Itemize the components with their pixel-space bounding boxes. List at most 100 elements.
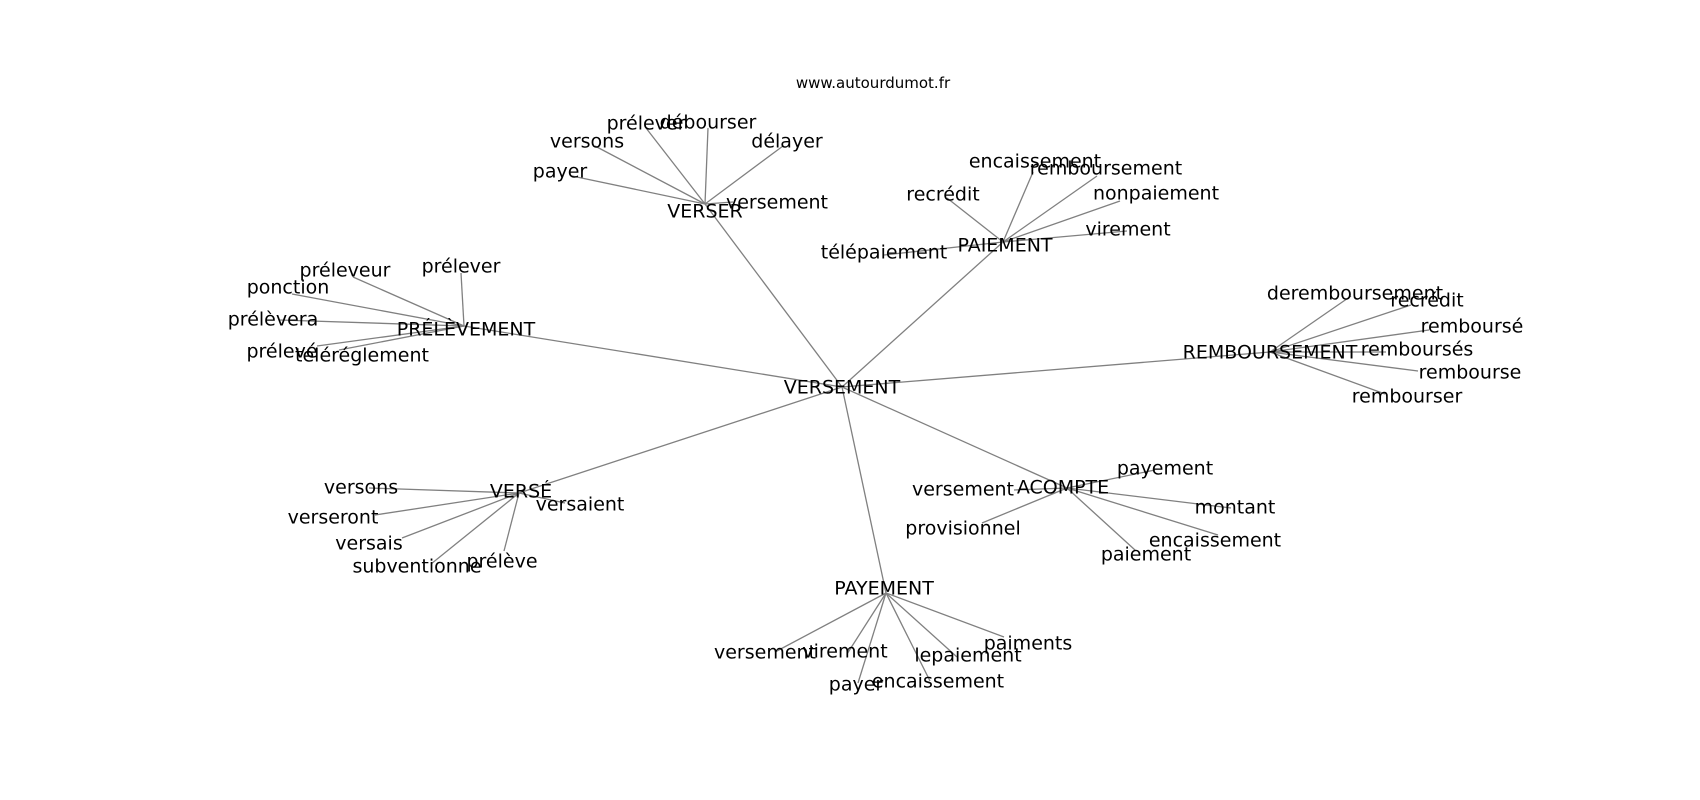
edge-hub-leaf (1066, 469, 1156, 489)
edge-hub-leaf (704, 145, 784, 205)
hub-node[interactable]: VERSÉ (490, 480, 552, 503)
leaf-node[interactable]: virement (802, 641, 887, 663)
leaf-node[interactable]: montant (1195, 497, 1276, 519)
edge-hub-leaf (1002, 171, 1034, 243)
leaf-node[interactable]: télépaiement (821, 242, 947, 264)
edge-center-hub (841, 386, 887, 594)
edge-hub-leaf (401, 492, 520, 539)
hub-node[interactable]: REMBOURSEMENT (1183, 342, 1358, 364)
hub-node[interactable]: PAIEMENT (957, 235, 1052, 257)
edge-hub-leaf (1269, 304, 1412, 353)
leaf-node[interactable]: nonpaiement (1093, 183, 1219, 205)
edge-hub-leaf (460, 272, 465, 327)
leaf-node[interactable]: rembourse (1419, 362, 1522, 384)
edge-hub-leaf (1269, 351, 1419, 372)
site-watermark: www.autourdumot.fr (796, 74, 951, 92)
edge-hub-leaf (857, 592, 887, 684)
leaf-node[interactable]: délayer (751, 131, 823, 153)
edge-center-hub (841, 241, 1004, 388)
edge-hub-leaf (1269, 329, 1430, 353)
leaf-node[interactable]: recrédit (1390, 290, 1463, 312)
edge-center-hub (704, 203, 843, 388)
edge-hub-leaf (1269, 351, 1386, 395)
edge-hub-leaf (374, 492, 520, 516)
leaf-node[interactable]: versons (550, 131, 624, 153)
leaf-node[interactable]: rembourser (1352, 386, 1463, 408)
leaf-node[interactable]: prélever (607, 113, 686, 135)
edge-hub-leaf (279, 319, 465, 327)
edge-hub-leaf (704, 201, 734, 205)
edge-hub-leaf (981, 487, 1068, 524)
leaf-node[interactable]: versaient (536, 494, 625, 516)
hub-node[interactable]: ACOMPTE (1017, 477, 1109, 499)
edge-hub-leaf (291, 293, 465, 327)
leaf-node[interactable]: versement (726, 192, 828, 214)
leaf-node[interactable]: recrédit (906, 184, 979, 206)
leaf-node[interactable]: téléréglement (295, 345, 429, 367)
edge-center-hub (841, 386, 1068, 489)
edge-hub-leaf (885, 592, 958, 658)
leaf-node[interactable]: versais (335, 533, 402, 555)
edge-hub-leaf (704, 127, 709, 205)
edge-hub-leaf (1002, 230, 1128, 243)
leaf-node[interactable]: préleveur (300, 260, 391, 282)
leaf-node[interactable]: prélèvera (228, 309, 319, 331)
leaf-node[interactable]: payement (1117, 458, 1213, 480)
edge-hub-leaf (518, 492, 566, 504)
leaf-node[interactable]: encaissement (969, 151, 1101, 173)
center-node[interactable]: VERSEMENT (784, 377, 901, 399)
graph-edges (279, 127, 1430, 684)
edge-hub-leaf (1066, 487, 1232, 509)
leaf-node[interactable]: paiments (984, 633, 1073, 655)
leaf-node[interactable]: versement (714, 642, 816, 664)
edge-hub-leaf (594, 145, 706, 205)
edge-center-hub (518, 386, 843, 494)
edge-hub-leaf (1066, 487, 1136, 551)
leaf-node[interactable]: virement (1085, 219, 1170, 241)
edge-hub-leaf (1269, 295, 1352, 353)
edge-hub-leaf (1002, 175, 1098, 243)
edge-hub-leaf (885, 592, 931, 682)
edge-hub-leaf (1066, 487, 1219, 536)
hub-node[interactable]: PRÉLÈVEMENT (397, 318, 536, 341)
leaf-node[interactable]: remboursés (1361, 339, 1474, 361)
leaf-node[interactable]: payer (829, 674, 884, 696)
edge-hub-leaf (946, 197, 1004, 243)
edge-hub-leaf (883, 241, 1004, 256)
leaf-node[interactable]: versement (912, 479, 1014, 501)
edge-hub-leaf (338, 325, 465, 351)
edge-hub-leaf (846, 592, 887, 655)
edge-center-hub (841, 351, 1271, 388)
leaf-node[interactable]: débourser (660, 112, 757, 134)
leaf-node[interactable]: versons (324, 477, 398, 499)
leaf-node[interactable]: remboursé (1421, 316, 1524, 338)
edge-hub-leaf (571, 175, 706, 205)
leaf-node[interactable]: remboursement (1030, 158, 1182, 180)
edge-hub-leaf (645, 127, 706, 205)
leaf-node[interactable]: verseront (288, 507, 379, 529)
leaf-node[interactable]: prélevé (246, 341, 317, 363)
leaf-node[interactable]: provisionnel (905, 518, 1020, 540)
edge-hub-leaf (1002, 200, 1121, 243)
leaf-node[interactable]: encaissement (872, 671, 1004, 693)
leaf-node[interactable]: lepaiement (914, 645, 1021, 667)
leaf-node[interactable]: prélever (422, 256, 501, 278)
hub-node[interactable]: PAYEMENT (834, 578, 934, 600)
leaf-node[interactable]: prélève (466, 551, 537, 573)
leaf-node[interactable]: ponction (247, 277, 330, 299)
leaf-node[interactable]: encaissement (1149, 530, 1281, 552)
hub-node[interactable]: VERSER (667, 201, 742, 223)
edge-hub-leaf (368, 487, 520, 494)
edge-hub-leaf (430, 492, 520, 565)
leaf-node[interactable]: deremboursement (1267, 283, 1443, 305)
leaf-node[interactable]: paiement (1101, 544, 1191, 566)
edge-center-hub (463, 325, 843, 388)
leaf-node[interactable]: payer (533, 161, 588, 183)
edge-hub-leaf (316, 325, 465, 347)
edge-hub-leaf (885, 592, 1005, 638)
edge-hub-leaf (503, 492, 520, 552)
graph-labels: www.autourdumot.fr VERSEMENTVERSERpayerv… (228, 74, 1524, 696)
leaf-node[interactable]: subventionne (352, 556, 481, 578)
edge-hub-leaf (774, 592, 887, 653)
